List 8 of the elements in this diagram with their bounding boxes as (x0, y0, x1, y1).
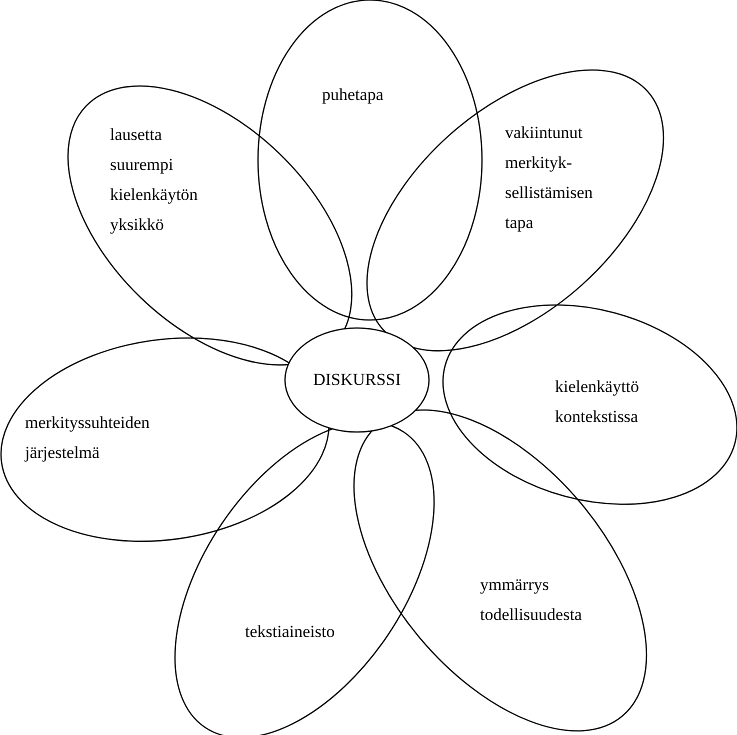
petal-label: lausetta suurempi kielenkäytön yksikkö (110, 124, 199, 236)
petal-label: ymmärrys todellisuudesta (480, 574, 583, 626)
petal-label: kielenkäyttö kontekstissa (554, 376, 640, 428)
petal-label: merkityssuhteiden järjestelmä (24, 412, 151, 464)
petal-label: tekstiaineisto (244, 620, 336, 643)
petal-label: puhetapa (322, 84, 384, 106)
petal-label: vakiintunut merkityk- sellistämisen tapa (504, 122, 594, 234)
center-label: DISKURSSI (312, 369, 402, 391)
